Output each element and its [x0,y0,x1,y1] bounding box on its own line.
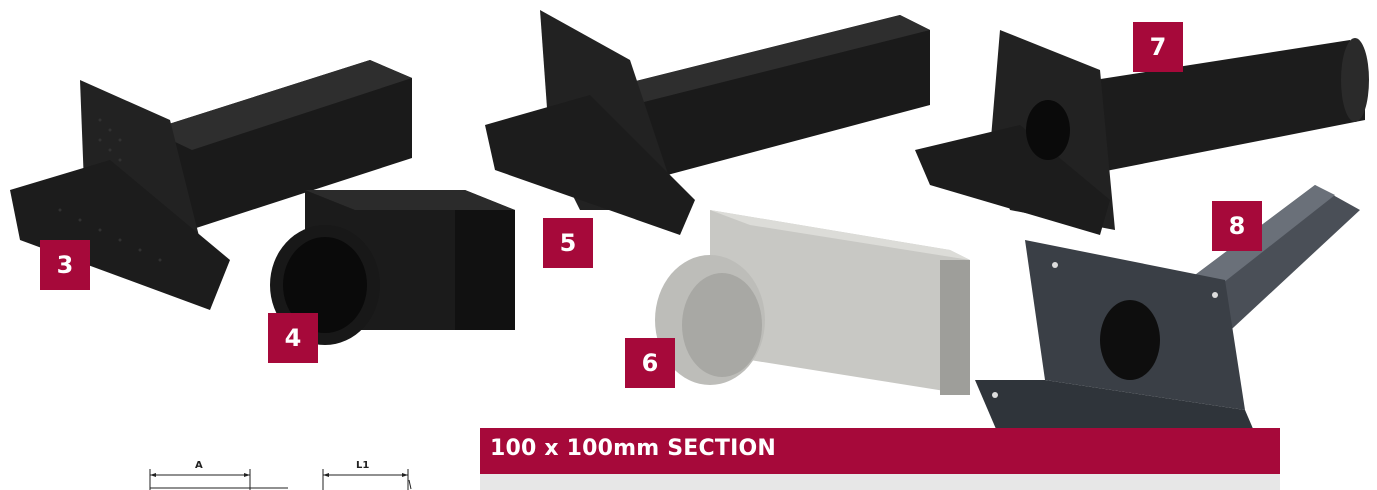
product-4-image [265,160,525,360]
section-title: 100 x 100mm SECTION [490,436,776,461]
dimension-drawing [140,455,440,490]
product-7-image [910,30,1375,240]
product-badge-7: 7 [1133,22,1183,72]
section-header-bar [480,428,1280,474]
product-5-image [480,10,940,250]
product-badge-5: 5 [543,218,593,268]
dimension-label-l1: L1 [356,460,370,471]
product-badge-3: 3 [40,240,90,290]
product-6-image [650,200,980,400]
product-3-image [0,40,420,320]
product-badge-8: 8 [1212,201,1262,251]
section-subbar [480,474,1280,490]
product-badge-4: 4 [268,313,318,363]
dimension-label-a: A [195,460,203,471]
product-badge-6: 6 [625,338,675,388]
